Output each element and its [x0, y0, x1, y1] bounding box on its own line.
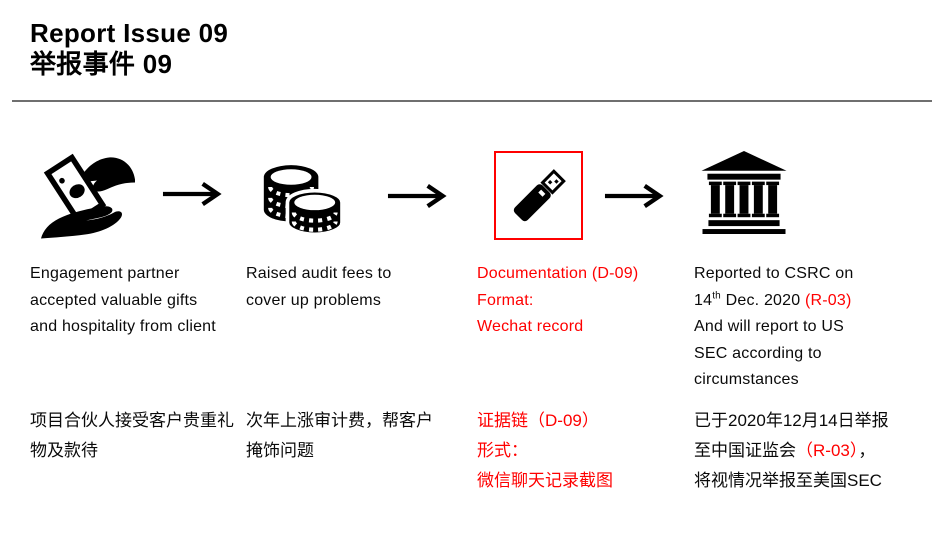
zh-pre: 至中国证监会 — [694, 441, 796, 460]
evidence-highlight-box — [494, 151, 583, 240]
text-line: 微信聊天记录截图 — [477, 471, 613, 490]
text-line: Documentation (D-09) — [477, 265, 639, 282]
page-title: Report Issue 09 举报事件 09 — [30, 18, 228, 80]
step1-caption-zh: 项目合伙人接受客户贵重礼 物及款待 — [30, 406, 234, 466]
text-line: circumstances — [694, 371, 799, 388]
report-ref: （R-03） — [796, 441, 859, 460]
text-line: accepted valuable gifts — [30, 291, 198, 309]
date-ordinal: th — [712, 290, 721, 302]
step2-caption-zh: 次年上涨审计费，帮客户 掩饰问题 — [246, 406, 433, 466]
page-title-en: Report Issue 09 — [30, 18, 229, 48]
text-line: SEC according to — [694, 344, 822, 362]
zh-post: ， — [858, 441, 876, 460]
text-line: 次年上涨审计费，帮客户 — [246, 411, 433, 430]
step3-caption-en: Documentation (D-09) Format: Wechat reco… — [477, 261, 638, 341]
arrow-right-icon — [387, 184, 447, 208]
text-line: 掩饰问题 — [246, 441, 314, 460]
step1-caption-en: Engagement partner accepted valuable gif… — [30, 261, 216, 341]
report-ref: (R-03) — [804, 291, 852, 309]
arrow-right-icon — [604, 184, 664, 208]
arrow-right-icon — [162, 182, 222, 206]
date-day: 14 — [694, 291, 713, 309]
bank-building-icon — [701, 150, 787, 234]
text-line: and hospitality from client — [30, 318, 216, 335]
text-line: 形式： — [477, 441, 528, 460]
text-line: 14th Dec. 2020 (R-03) — [694, 288, 853, 315]
text-line: 项目合伙人接受客户贵重礼 — [30, 411, 234, 430]
step2-caption-en: Raised audit fees to cover up problems — [246, 261, 391, 314]
text-line: 将视情况举报至美国SEC — [694, 471, 882, 490]
text-line: Wechat record — [477, 318, 584, 335]
step4-caption-zh: 已于2020年12月14日举报 至中国证监会（R-03）， 将视情况举报至美国S… — [694, 406, 889, 496]
text-line: Raised audit fees to — [246, 265, 392, 282]
text-line: 证据链（D-09） — [477, 411, 599, 430]
text-line: 至中国证监会（R-03）， — [694, 436, 889, 466]
usb-drive-icon — [513, 168, 566, 221]
step3-caption-zh: 证据链（D-09） 形式： 微信聊天记录截图 — [477, 406, 613, 496]
divider-line — [12, 100, 932, 102]
text-line: 物及款待 — [30, 441, 98, 460]
give-money-icon — [41, 153, 135, 239]
text-line: Format: — [477, 291, 534, 309]
text-line: Reported to CSRC on — [694, 265, 854, 282]
text-line: 已于2020年12月14日举报 — [694, 411, 889, 430]
date-rest: Dec. 2020 — [720, 291, 805, 309]
text-line: And will report to US — [694, 318, 845, 335]
text-line: Engagement partner — [30, 265, 180, 282]
page-title-zh: 举报事件 09 — [30, 49, 173, 79]
step4-caption-en: Reported to CSRC on 14th Dec. 2020 (R-03… — [694, 261, 853, 394]
text-line: cover up problems — [246, 291, 382, 309]
coins-icon — [263, 165, 344, 237]
